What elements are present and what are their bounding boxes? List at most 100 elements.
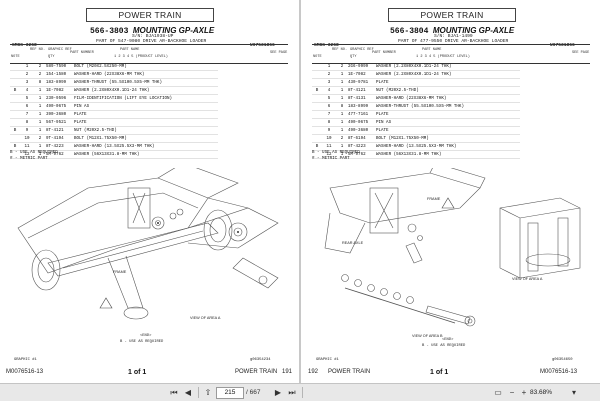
cell-page [204, 70, 218, 79]
cell-ref: 3 [322, 78, 336, 87]
cell-qty: 2 [34, 70, 46, 79]
doc-number: U07531866 [550, 43, 575, 48]
zoom-in-icon[interactable]: + [521, 388, 527, 397]
exploded-axle-drawing [324, 168, 581, 327]
cell-desc: WASHER-THRUST (55.5X100.5X5-MM THK) [376, 102, 506, 111]
cell-note [312, 78, 322, 87]
cell-desc: PLATE [376, 110, 506, 119]
col-graphic: GRAPHIC REF [350, 48, 374, 52]
cell-ref: 1 [322, 63, 336, 71]
fit-page-icon[interactable]: ▭ [494, 388, 502, 397]
last-page-icon[interactable]: ⏭ [288, 388, 296, 397]
label-view-of-area-a: VIEW OF AREA A [512, 277, 543, 281]
cell-qty: 1 [34, 142, 46, 151]
cell-page [204, 86, 218, 95]
cell-pn: 477-7161 [348, 110, 376, 119]
col-note: NOTE [11, 55, 20, 59]
table-header: NOTE REF NO. GRAPHIC REF QTY PART NUMBER… [10, 44, 288, 64]
cell-pn: 8T-4223 [46, 142, 74, 151]
cell-desc: WASHER-HARD (22X38X6-MM THK) [376, 94, 506, 103]
zoom-out-icon[interactable]: − [509, 388, 515, 397]
cell-pn: 8T-4121 [348, 86, 376, 95]
right-page: POWER TRAIN 566-3804 MOUNTING GP-AXLE S/… [302, 0, 600, 383]
cell-note [10, 134, 20, 143]
label-view-of-area-b: VIEW OF AREA B [412, 334, 443, 338]
cell-qty: 1 [34, 118, 46, 127]
use-as-required-footnote: B - USE AS REQUIRED [120, 340, 164, 344]
cell-qty: 1 [34, 150, 46, 159]
part-of: PART OF 477-9550 DRIVE AR-BACKHOE LOADER [398, 39, 509, 44]
cell-desc: WASHER (2.2X80X4X0.1D1-24 THK) [376, 70, 506, 79]
label-rear-axle: REAR AXLE [342, 241, 364, 245]
previous-page-icon[interactable]: ◀ [184, 388, 192, 397]
cell-pn: 8T-6194 [348, 134, 376, 143]
col-ref: REF NO. [30, 48, 46, 52]
cell-qty: 1 [336, 94, 348, 103]
cell-note [312, 94, 322, 103]
cell-qty: 1 [336, 70, 348, 79]
cell-qty: 1 [34, 94, 46, 103]
zoom-dropdown-icon[interactable]: ▾ [571, 388, 576, 397]
table-header: NOTE REF NO. GRAPHIC REF QTY PART NUMBER… [312, 44, 590, 64]
cell-note [10, 110, 20, 119]
cell-page [506, 63, 520, 71]
cell-page [506, 134, 520, 143]
label-frame: FRAME [113, 270, 127, 274]
cell-qty: 1 [34, 126, 46, 135]
cell-page [204, 126, 218, 135]
next-page-icon[interactable]: ▶ [274, 388, 282, 397]
cell-ref: 11 [20, 142, 34, 151]
cell-note: B [312, 142, 322, 151]
cell-page [506, 126, 520, 135]
note-metric-part: # - METRIC PART [312, 157, 350, 161]
cell-pn: 9T-4194 [46, 134, 74, 143]
cell-page [204, 78, 218, 87]
cell-note [10, 150, 20, 159]
cell-note [312, 102, 322, 111]
cell-desc: WASHER (56X13X31.8-MM THK) [376, 150, 506, 159]
cell-page [204, 94, 218, 103]
cell-desc: BOLT (M12X1.75X50-MM) [74, 134, 204, 143]
group-title: 566-3804 MOUNTING GP-AXLE [390, 26, 514, 36]
cell-note [312, 150, 322, 159]
cell-qty: 1 [336, 126, 348, 135]
cell-pn: 5M-9762 [348, 150, 376, 159]
col-graphic: GRAPHIC REF [48, 48, 72, 52]
cell-ref: 5 [322, 94, 336, 103]
col-ref: REF NO. [332, 48, 348, 52]
cell-pn: 490-3680 [348, 126, 376, 135]
col-part-name: PART NAME [422, 48, 442, 52]
page-number-input[interactable]: 215 [216, 387, 244, 399]
col-see-page: SEE PAGE [270, 51, 288, 55]
cell-desc: PLATE [74, 110, 204, 119]
cell-note [312, 126, 322, 135]
page-up-icon[interactable]: ⇧ [204, 388, 212, 397]
label-frame: FRAME [427, 197, 441, 201]
cell-ref: 3 [20, 78, 34, 87]
cell-desc: PLATE [376, 126, 506, 135]
cell-ref: 12 [20, 150, 34, 159]
cell-page [204, 134, 218, 143]
cell-page [506, 142, 520, 151]
first-page-icon[interactable]: ⏮ [170, 388, 178, 397]
cell-pn: 8T-4223 [348, 142, 376, 151]
graphic-number: GRAPHIC #1 [316, 358, 339, 362]
left-page: POWER TRAIN 566-3803 MOUNTING GP-AXLE S/… [0, 0, 298, 383]
cell-desc: WASHER-THRUST (55.5X100.5X5-MM THK) [74, 78, 204, 87]
serial-range: S/N: BJA1938-UP [132, 34, 174, 39]
zoom-level[interactable]: 83.68% [530, 389, 553, 396]
page-total: / 667 [246, 389, 261, 396]
cell-pn: 183-8999 [46, 78, 74, 87]
cell-page [506, 86, 520, 95]
